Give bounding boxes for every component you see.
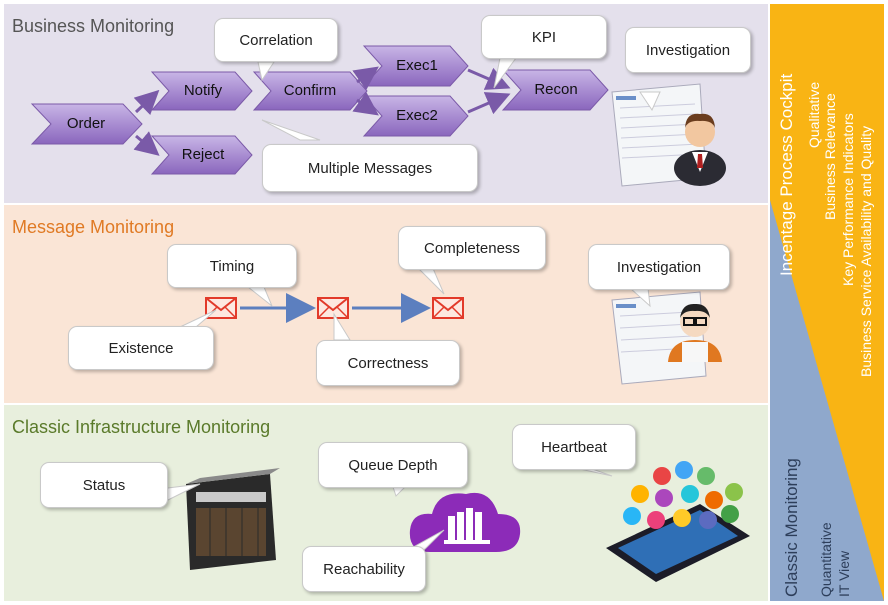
multiple-messages-callout: Multiple Messages — [262, 144, 478, 192]
correlation-callout: Correlation — [214, 18, 338, 62]
infra-title: Classic Infrastructure Monitoring — [12, 417, 271, 437]
business-investigation-callout: Investigation — [625, 27, 751, 73]
completeness-callout: Completeness — [398, 226, 546, 270]
step-recon: Recon — [534, 81, 578, 98]
chevron-recon — [501, 69, 609, 111]
tablet-apps-icon — [606, 461, 750, 582]
envelope-icon-1 — [205, 297, 237, 319]
envelope-icon-2 — [317, 297, 349, 319]
envelope-icon-3 — [432, 297, 464, 319]
businessman-icon — [674, 113, 726, 186]
chevron-confirm — [252, 71, 368, 111]
chevron-notify — [150, 71, 253, 111]
existence-callout: Existence — [68, 326, 214, 370]
heartbeat-callout: Heartbeat — [512, 424, 636, 470]
step-order: Order — [66, 115, 106, 132]
step-reject: Reject — [181, 146, 225, 163]
correctness-callout: Correctness — [316, 340, 460, 386]
timing-callout: Timing — [167, 244, 297, 288]
step-confirm: Confirm — [283, 82, 337, 99]
message-title: Message Monitoring — [12, 217, 175, 237]
step-exec1: Exec1 — [396, 57, 438, 74]
chevron-reject — [150, 135, 253, 175]
kpi-callout: KPI — [481, 15, 607, 59]
message-investigation-callout: Investigation — [588, 244, 730, 290]
chevron-exec2 — [362, 95, 469, 137]
step-exec2: Exec2 — [396, 107, 438, 124]
chevron-exec1 — [362, 45, 469, 87]
business-title: Business Monitoring — [12, 16, 175, 36]
reachability-callout: Reachability — [302, 546, 426, 592]
chevron-order — [30, 103, 143, 145]
developer-icon — [668, 303, 722, 362]
status-callout: Status — [40, 462, 168, 508]
server-rack-icon — [186, 468, 280, 570]
queue-depth-callout: Queue Depth — [318, 442, 468, 488]
step-notify: Notify — [183, 82, 223, 99]
